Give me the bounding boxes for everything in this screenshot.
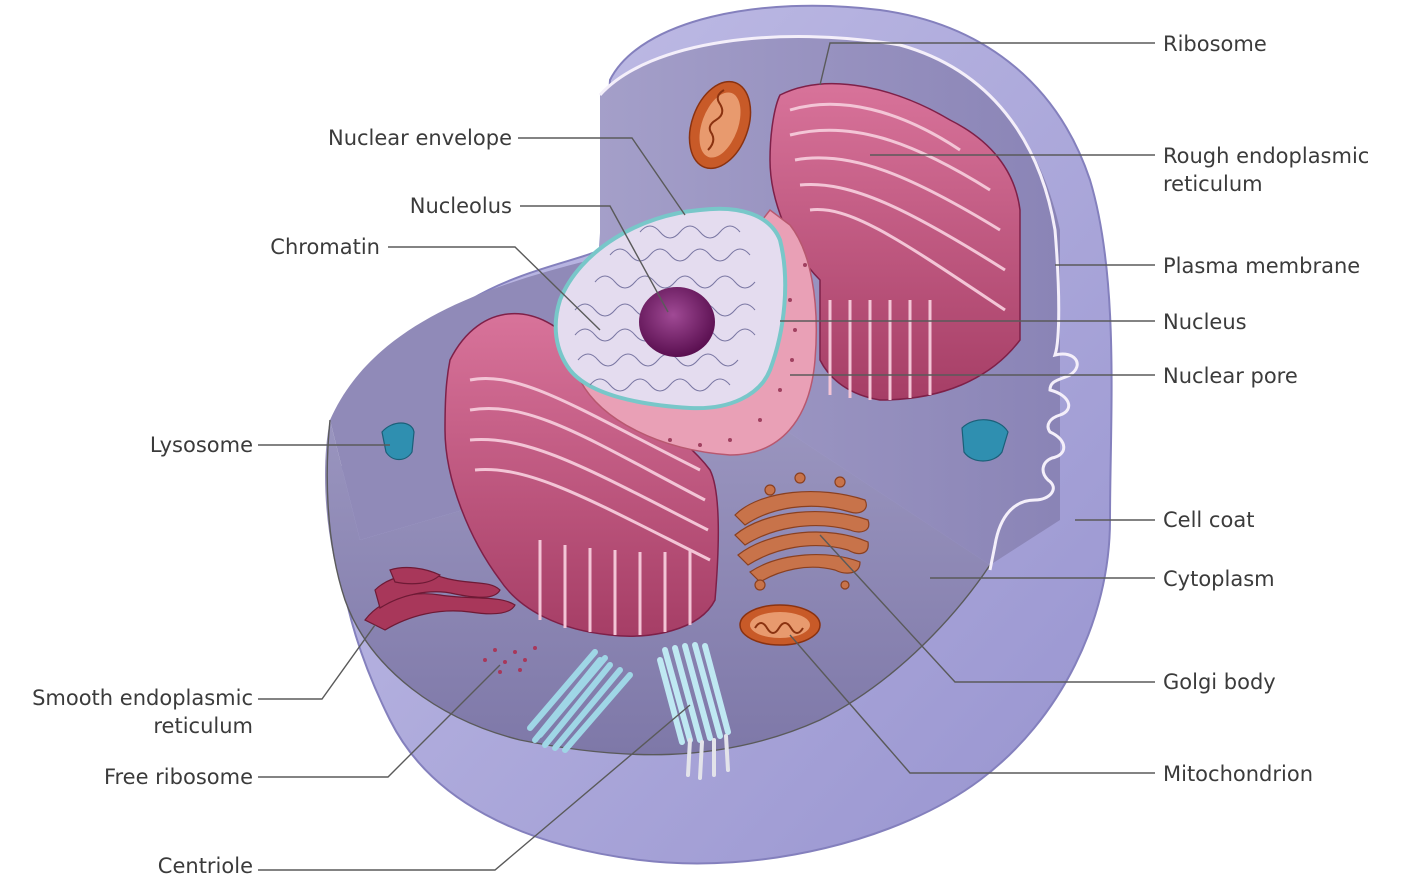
label-golgi-body: Golgi body — [1163, 668, 1403, 696]
label-lysosome: Lysosome — [60, 431, 253, 459]
label-smooth-endoplasmic-reticulum: Smooth endoplasmic reticulum — [4, 684, 253, 740]
label-plasma-membrane: Plasma membrane — [1163, 252, 1403, 280]
label-nucleus: Nucleus — [1163, 308, 1403, 336]
label-ribosome: Ribosome — [1163, 30, 1403, 58]
mitochondrion-lower — [740, 605, 820, 645]
label-nuclear-envelope: Nuclear envelope — [240, 124, 512, 152]
nucleolus — [639, 287, 715, 357]
label-rough-endoplasmic-reticulum: Rough endoplasmic reticulum — [1163, 142, 1403, 198]
label-cytoplasm: Cytoplasm — [1163, 565, 1403, 593]
label-nuclear-pore: Nuclear pore — [1163, 362, 1403, 390]
label-chromatin: Chromatin — [180, 233, 380, 261]
label-mitochondrion: Mitochondrion — [1163, 760, 1403, 788]
label-free-ribosome: Free ribosome — [40, 763, 253, 791]
label-cell-coat: Cell coat — [1163, 506, 1403, 534]
label-nucleolus: Nucleolus — [300, 192, 512, 220]
lysosome-left — [382, 423, 414, 460]
label-centriole: Centriole — [60, 852, 253, 880]
